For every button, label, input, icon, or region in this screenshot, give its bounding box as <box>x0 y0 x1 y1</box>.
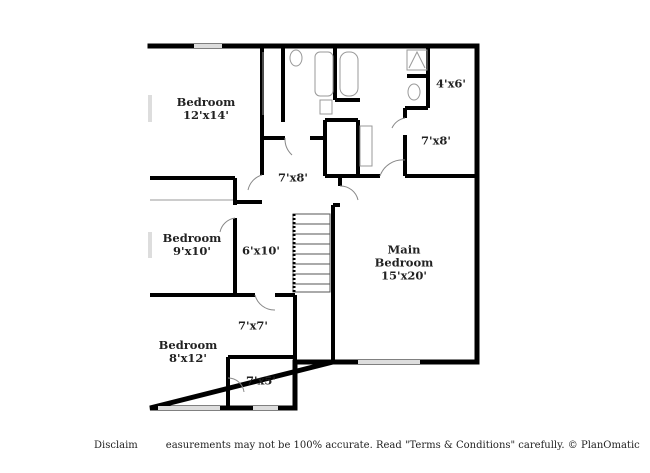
disclaimer-start: Disclaim <box>94 440 138 451</box>
room-name: Bedroom <box>158 338 218 352</box>
room-size: 6'x10' <box>242 243 280 258</box>
room-name: Bedroom <box>176 95 236 109</box>
disclaimer-rest: easurements may not be 100% accurate. Re… <box>165 440 640 451</box>
stairs <box>292 213 331 293</box>
windows <box>148 44 420 410</box>
room-name: Main <box>387 242 421 257</box>
room-size: 9'x10' <box>173 244 211 258</box>
room-size: 15'x20' <box>381 268 427 283</box>
room-name: Bedroom <box>162 231 222 245</box>
fixtures <box>150 49 428 201</box>
room-size: 7'x8' <box>421 133 451 148</box>
room-size: 4'x6' <box>436 76 466 91</box>
room-size: 12'x14' <box>183 108 229 122</box>
doors <box>219 117 406 393</box>
room-label-closet-7x5: 7'x5' <box>246 373 276 388</box>
room-label-bath-7x8: 7'x8' <box>421 133 451 148</box>
room-name-2: Bedroom <box>374 255 434 270</box>
room-label-hall-6x10: 6'x10' <box>242 243 280 258</box>
room-label-7x7: 7'x7' <box>238 318 268 333</box>
room-label-closet-4x6: 4'x6' <box>436 76 466 91</box>
room-size: 7'x7' <box>238 318 268 333</box>
room-size: 8'x12' <box>169 351 207 365</box>
interior-walls <box>150 46 477 408</box>
room-size: 7'x5' <box>246 373 276 388</box>
room-size: 7'x8' <box>278 170 308 185</box>
disclaimer: Disclaim easurements may not be 100% accu… <box>94 440 640 451</box>
room-label-hall-7x8: 7'x8' <box>278 170 308 185</box>
